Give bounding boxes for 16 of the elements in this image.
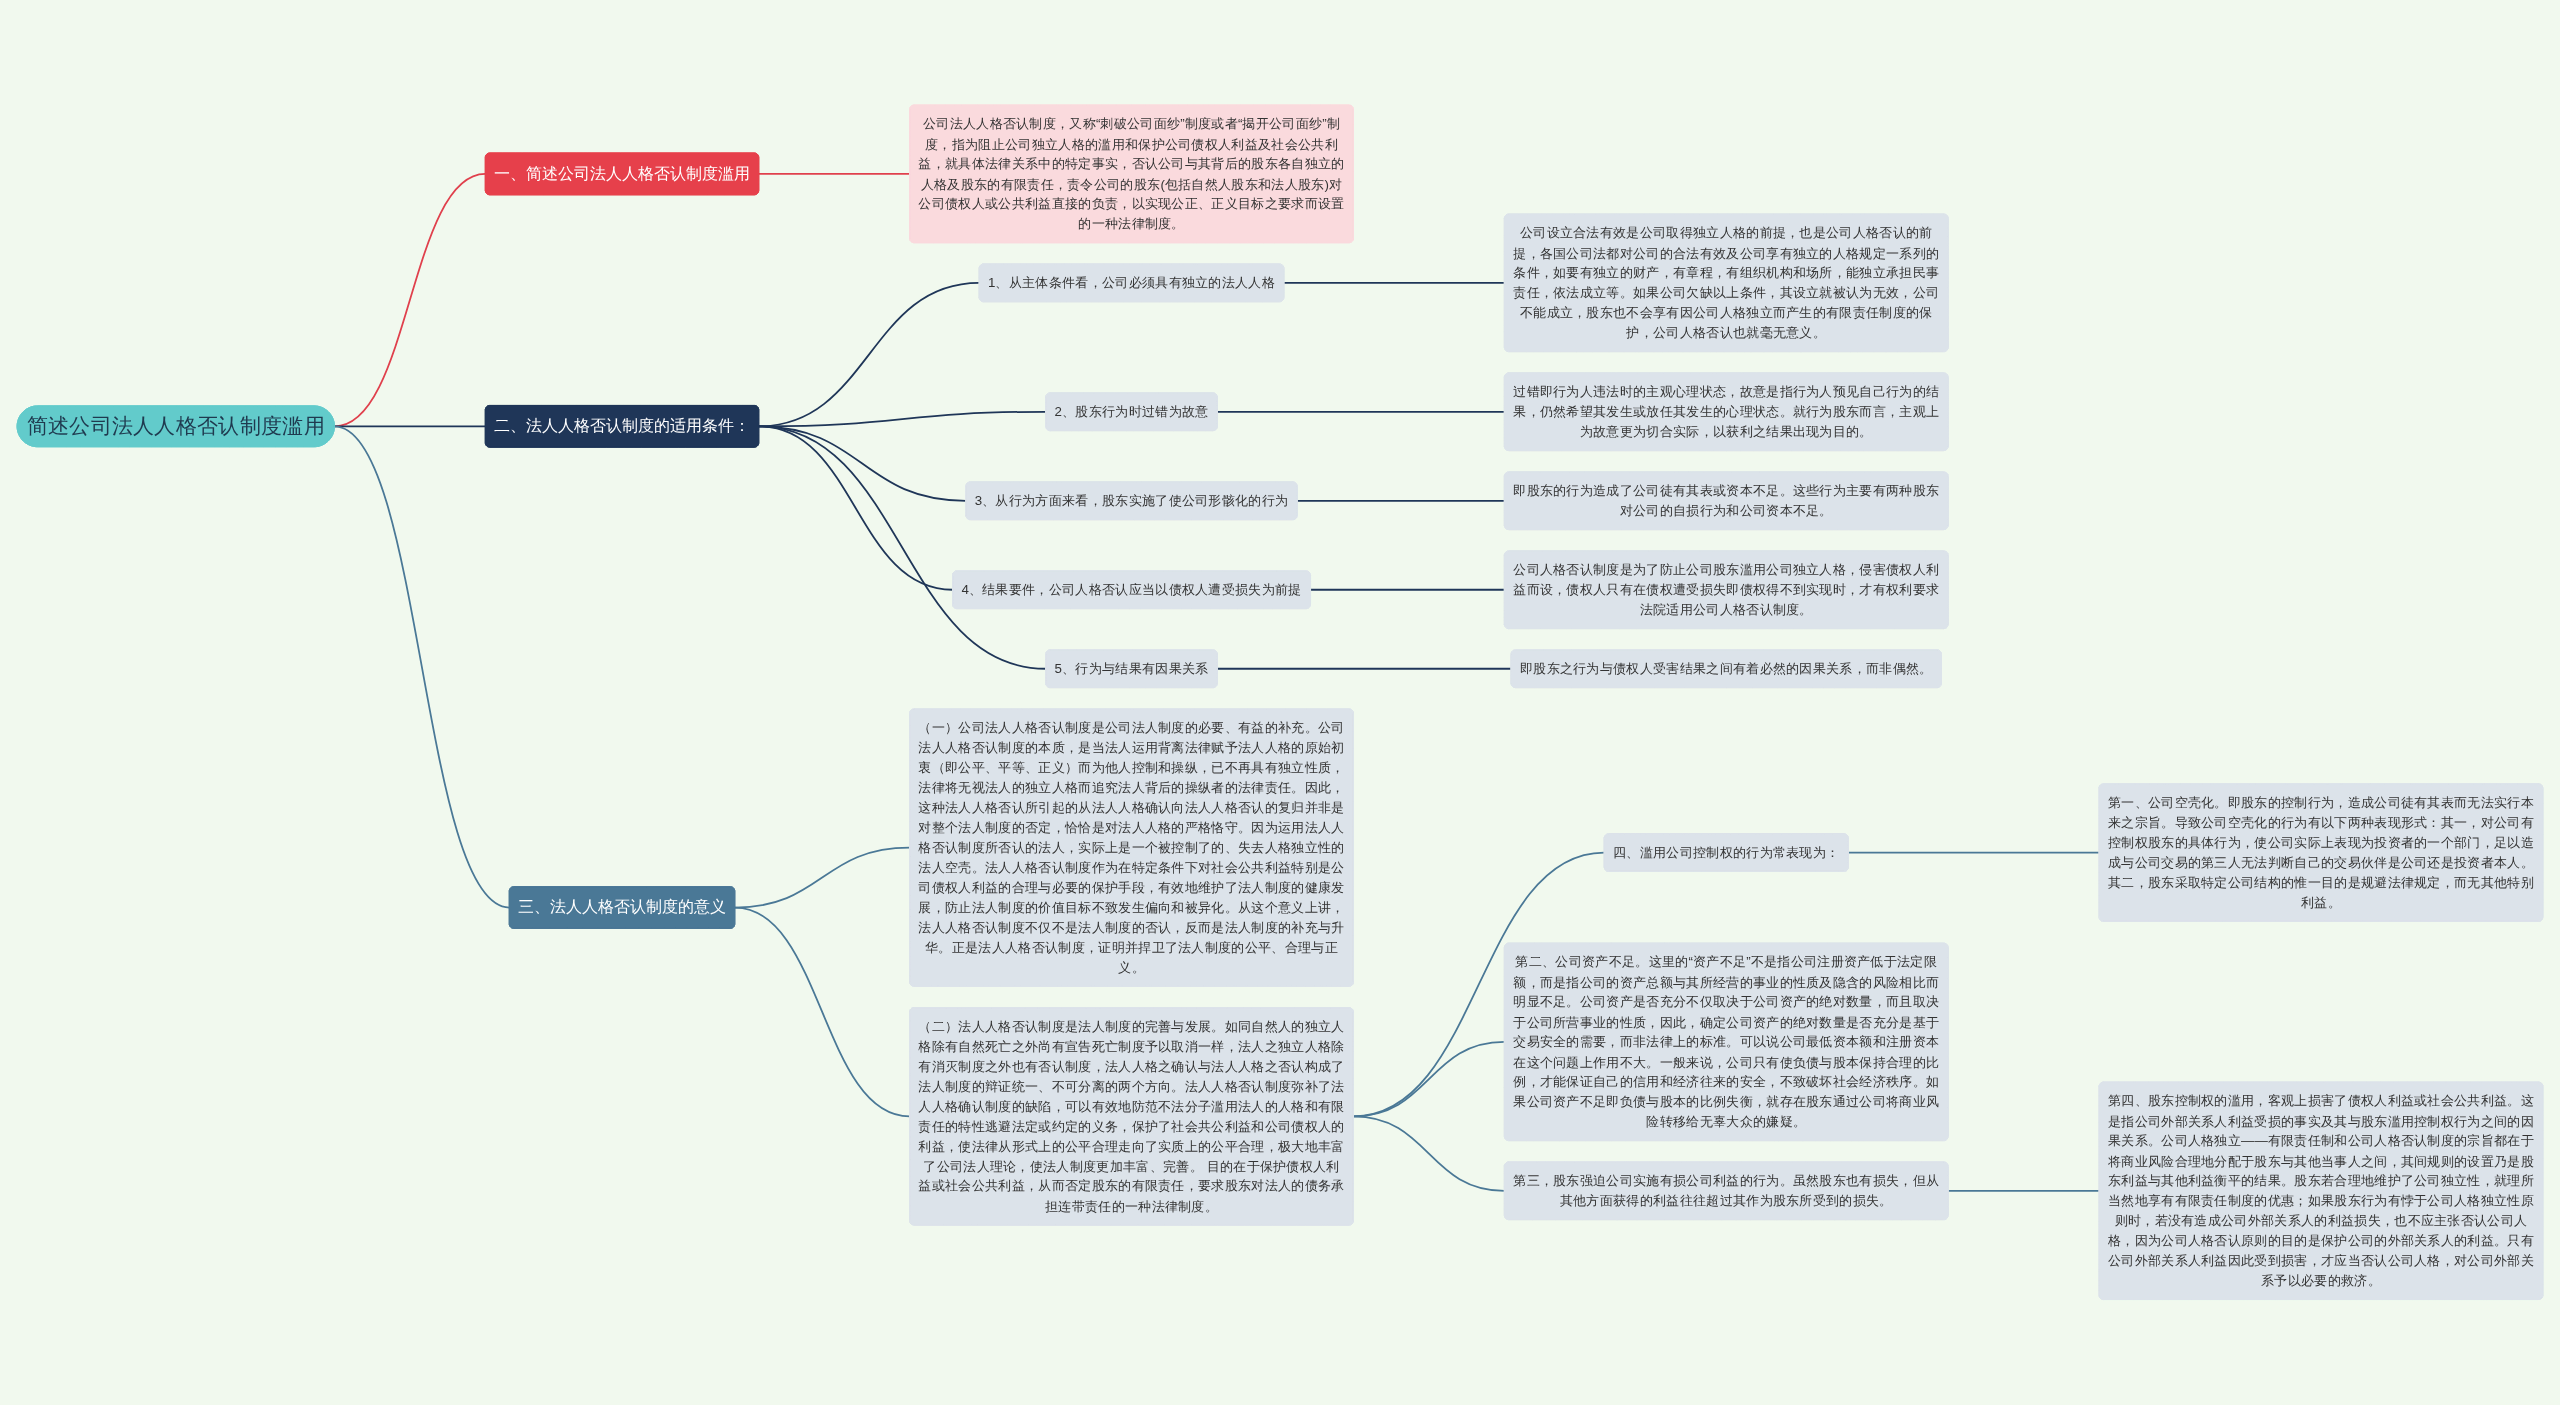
connector bbox=[1309, 589, 1506, 591]
connector bbox=[1352, 1115, 1506, 1192]
connector bbox=[333, 173, 487, 428]
connector bbox=[733, 906, 911, 1118]
connector bbox=[1352, 851, 1606, 1118]
connector bbox=[333, 425, 487, 428]
connector bbox=[1947, 1190, 2100, 1192]
connector bbox=[1216, 668, 1512, 670]
connector bbox=[1296, 500, 1506, 502]
connector bbox=[333, 425, 511, 909]
connector bbox=[1216, 411, 1506, 413]
connector bbox=[757, 425, 1047, 670]
connector bbox=[757, 173, 911, 175]
connector bbox=[1283, 282, 1506, 284]
connector bbox=[1847, 851, 2100, 854]
connector bbox=[1352, 1041, 1506, 1118]
